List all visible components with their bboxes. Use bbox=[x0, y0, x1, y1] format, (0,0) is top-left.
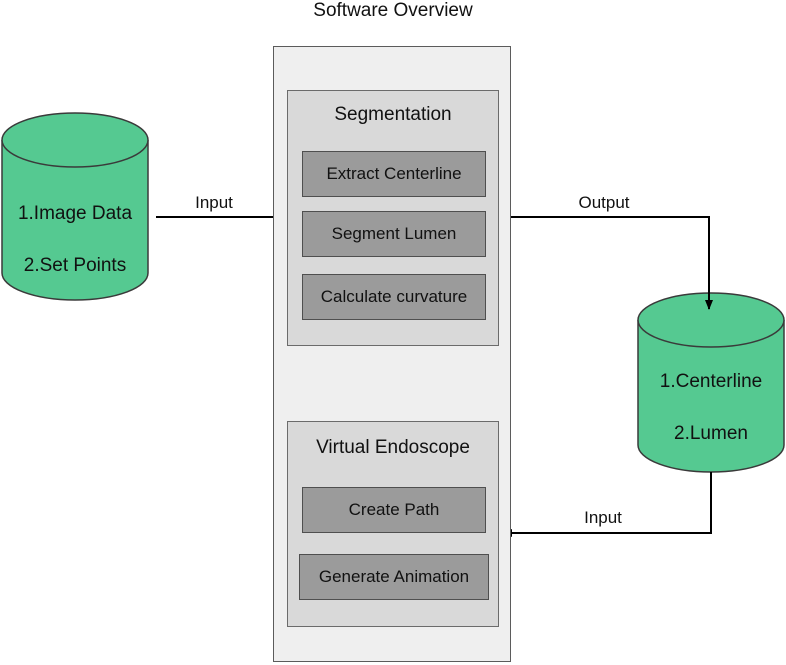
diagram-title: Software Overview bbox=[313, 0, 473, 21]
extract-centerline-step: Extract Centerline bbox=[302, 151, 486, 197]
segment-lumen-step: Segment Lumen bbox=[302, 211, 486, 257]
output-database-shape bbox=[637, 292, 785, 473]
return-input-arrow bbox=[502, 472, 712, 537]
calculate-curvature-step: Calculate curvature bbox=[302, 274, 486, 320]
input-store-label-1: 1.Image Data bbox=[17, 203, 133, 224]
virtual-endoscope-title: Virtual Endoscope bbox=[316, 437, 470, 458]
output-edge-label: Output bbox=[578, 193, 630, 212]
output-store-label-2: 2.Lumen bbox=[674, 423, 748, 444]
output-store-label-1: 1.Centerline bbox=[659, 371, 763, 392]
output-arrow bbox=[503, 216, 713, 310]
input-database-shape bbox=[1, 112, 149, 301]
generate-animation-step: Generate Animation bbox=[299, 554, 489, 600]
create-path-step: Create Path bbox=[302, 487, 486, 533]
input-store-label-2: 2.Set Points bbox=[23, 255, 127, 276]
virtual-endoscope-group: Virtual Endoscope Create Path Generate A… bbox=[287, 421, 499, 627]
segmentation-title: Segmentation bbox=[334, 104, 452, 125]
segmentation-group: Segmentation Extract Centerline Segment … bbox=[287, 90, 499, 346]
input-edge-label: Input bbox=[195, 193, 233, 212]
return-input-edge-label: Input bbox=[584, 508, 622, 527]
